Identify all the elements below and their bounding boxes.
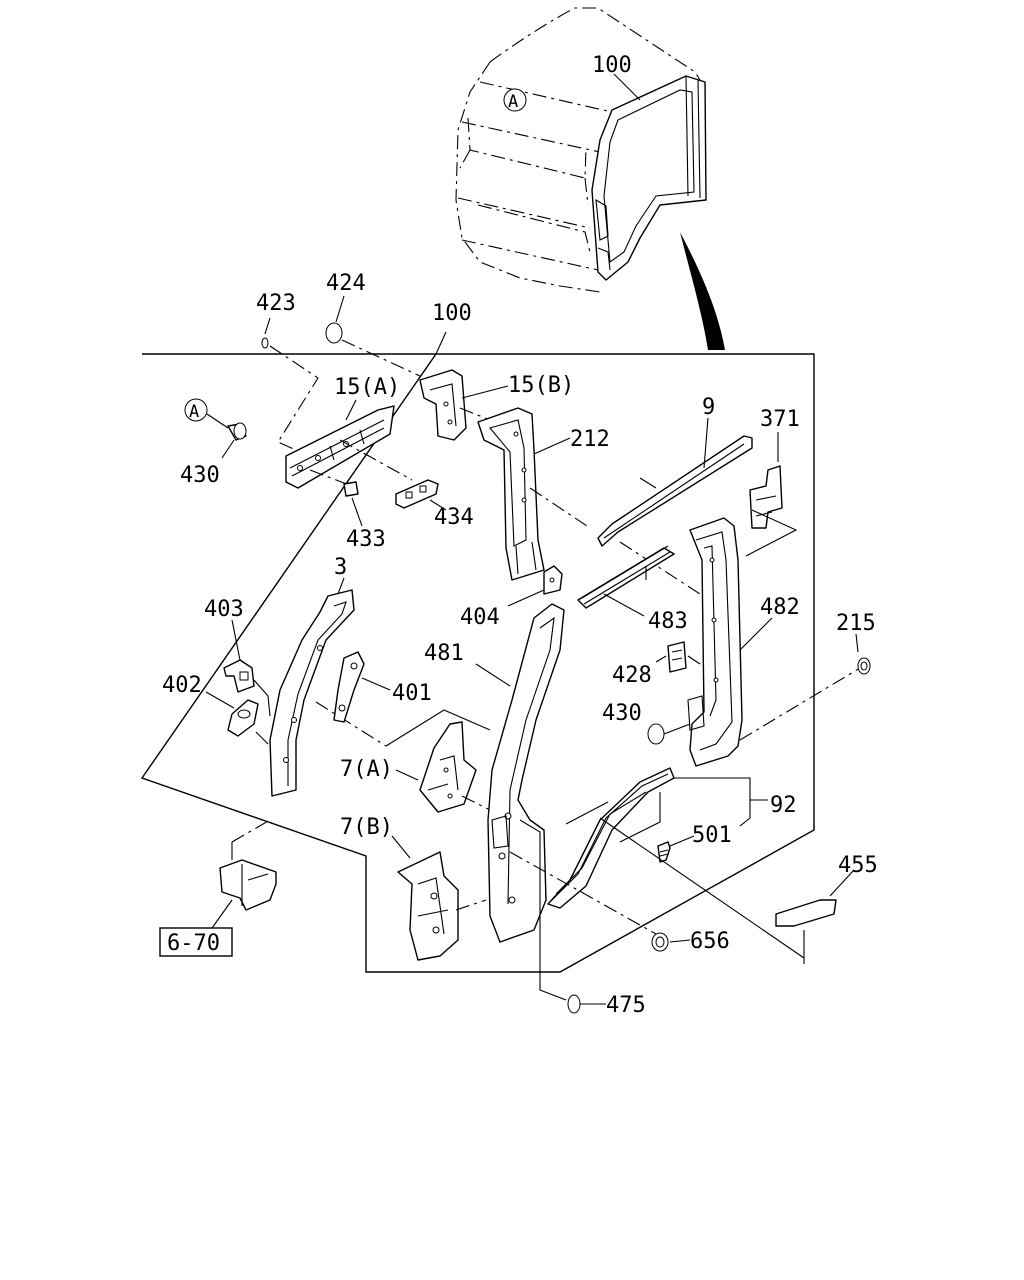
label-482: 482 <box>760 595 800 620</box>
label-403: 403 <box>204 597 244 622</box>
label-501: 501 <box>692 823 732 848</box>
part-401-bracket: 401 <box>333 651 432 723</box>
label-15a: 15(A) <box>334 375 400 400</box>
part-7a-hinge: 7(A) <box>340 709 491 813</box>
cab-overview-illustration: 100 A <box>455 7 725 350</box>
part-3-front-pillar: 3 <box>255 555 387 797</box>
part-455-label-plate: 455 <box>775 853 878 964</box>
label-402: 402 <box>162 673 202 698</box>
part-reference-6-70: 6-70 <box>159 819 277 957</box>
label-404: 404 <box>460 605 500 630</box>
part-424-grommet: 424 <box>325 271 421 377</box>
part-92-sill: 92 <box>547 767 797 909</box>
label-475: 475 <box>606 993 646 1018</box>
part-15b-bracket: 15(B) <box>419 369 574 441</box>
part-9-rail: 9 <box>597 395 753 595</box>
part-371-bracket: 371 <box>745 407 800 557</box>
label-483: 483 <box>648 609 688 634</box>
label-7b: 7(B) <box>340 815 393 840</box>
part-428-bracket: 428 <box>612 641 701 688</box>
part-483-rail: 483 <box>577 545 688 634</box>
part-7b-hinge: 7(B) <box>340 815 487 961</box>
label-100-cab: 100 <box>592 53 632 78</box>
circle-a-marker-icon <box>184 398 208 422</box>
label-424: 424 <box>326 271 366 296</box>
label-15b: 15(B) <box>508 373 574 398</box>
label-423: 423 <box>256 291 296 316</box>
part-15a-reinforcement: 15(A) <box>285 375 413 489</box>
label-656: 656 <box>690 929 730 954</box>
label-212: 212 <box>570 427 610 452</box>
part-433-nut: 433 <box>343 481 386 552</box>
part-501-screw: 501 <box>657 823 732 863</box>
part-215-nut: 215 <box>836 611 876 675</box>
part-212-pillar: 212 <box>477 407 610 581</box>
reference-box[interactable] <box>159 927 233 957</box>
label-434: 434 <box>434 505 474 530</box>
circle-a-marker-icon <box>503 88 527 112</box>
part-656-clip: 656 <box>509 817 805 959</box>
part-423-grommet: 423 <box>256 291 319 453</box>
label-371: 371 <box>760 407 800 432</box>
part-430-clip-upper: A 430 <box>180 398 247 488</box>
label-430-upper: 430 <box>180 463 220 488</box>
label-a-cab: A <box>508 92 518 112</box>
label-215: 215 <box>836 611 876 636</box>
part-402-bracket: 402 <box>162 673 259 737</box>
exploded-view-frame: 100 <box>140 301 815 973</box>
part-430-clip-lower: 430 <box>602 701 691 745</box>
label-455: 455 <box>838 853 878 878</box>
label-100-frame: 100 <box>432 301 472 326</box>
part-475-grommet: 475 <box>567 993 646 1018</box>
label-401: 401 <box>392 681 432 706</box>
reference-6-70-label[interactable]: 6-70 <box>167 931 220 956</box>
label-481: 481 <box>424 641 464 666</box>
label-9: 9 <box>702 395 715 420</box>
part-403-bracket: 403 <box>204 597 271 717</box>
label-92: 92 <box>770 793 797 818</box>
part-404-bracket: 404 <box>460 565 563 630</box>
callout-arrow-icon <box>680 232 725 350</box>
part-481-main-pillar: 481 <box>424 603 567 1001</box>
label-a-marker: A <box>189 402 199 422</box>
label-433: 433 <box>346 527 386 552</box>
label-430-lower: 430 <box>602 701 642 726</box>
part-434-bracket: 434 <box>395 479 474 530</box>
label-428: 428 <box>612 663 652 688</box>
part-482-rear-pillar: 482 <box>687 517 861 767</box>
label-3: 3 <box>334 555 347 580</box>
label-7a: 7(A) <box>340 757 393 782</box>
